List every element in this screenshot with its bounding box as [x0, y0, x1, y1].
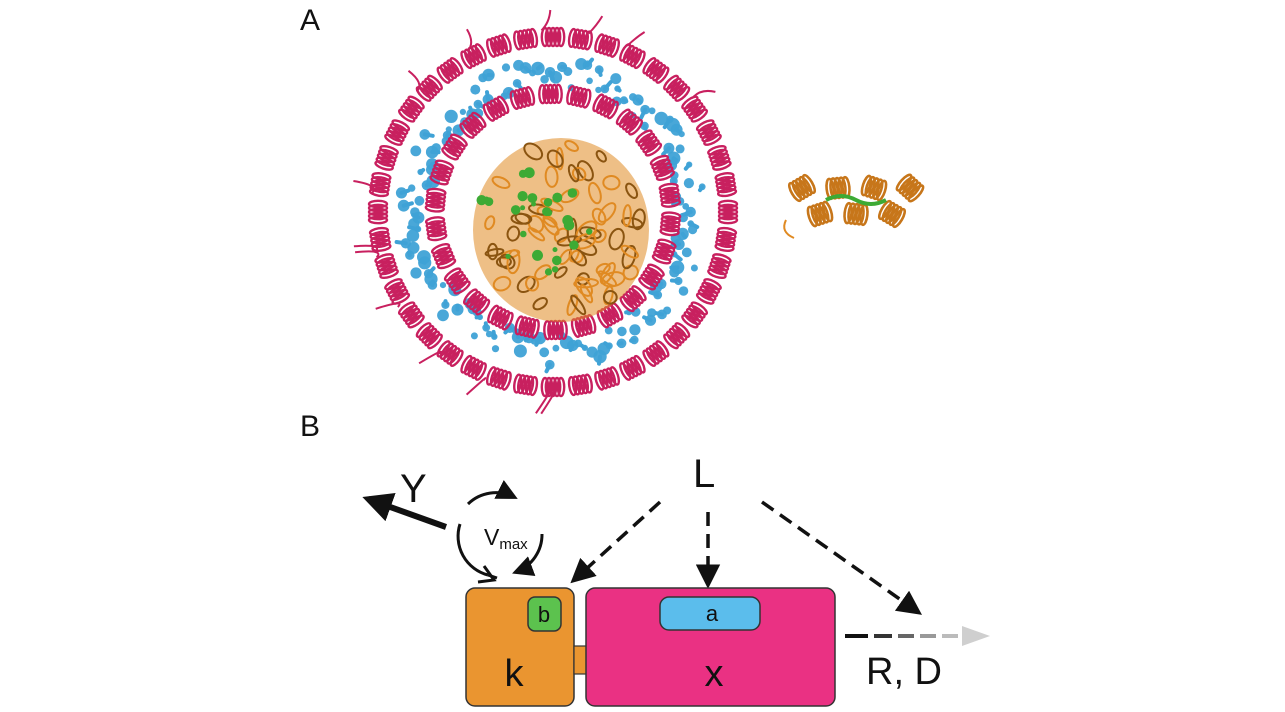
isolated-protein-structure	[783, 173, 925, 239]
dashed-arrow-to-k	[570, 500, 662, 584]
site-b	[527, 596, 562, 632]
domain-k-label: k	[505, 653, 525, 695]
output-arrow	[362, 492, 448, 530]
output-y-label: Y	[400, 467, 427, 511]
nanodisc-structure	[353, 9, 739, 415]
ligand-label: L	[693, 452, 715, 496]
site-b-label: b	[538, 602, 550, 627]
domain-x-label: x	[705, 653, 724, 695]
scaffold-ring	[353, 9, 739, 415]
panel-b-label: B	[300, 410, 320, 443]
fading-outcome-arrow	[845, 626, 990, 646]
outcome-label: R, D	[866, 651, 942, 693]
membrane-protein-core	[473, 138, 649, 322]
site-a	[659, 596, 761, 631]
domain-x	[585, 587, 836, 707]
site-a-label: a	[706, 601, 719, 626]
dashed-arrow-to-outcome	[760, 500, 923, 615]
panel-a-label: A	[300, 4, 320, 37]
vmax-label: Vmax	[484, 524, 528, 553]
vmax-cycle: Vmax	[456, 480, 544, 584]
